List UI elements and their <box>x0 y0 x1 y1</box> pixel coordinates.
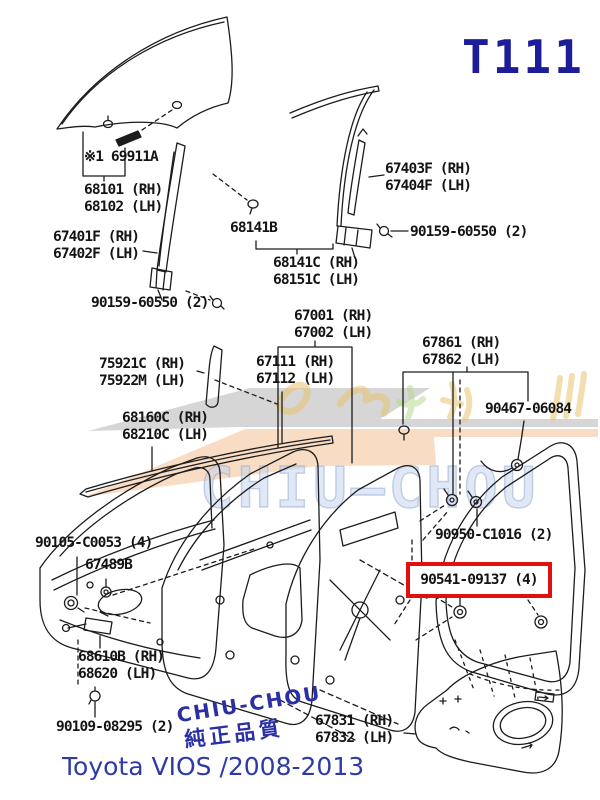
part-label-68141c-68151c: 68141C (RH) 68151C (LH) <box>273 255 360 288</box>
screw-90159-right <box>376 223 409 238</box>
part-label-90109: 90109-08295 (2) <box>56 719 174 735</box>
run-channel-front-drawing <box>142 142 211 301</box>
door-inner-panel-drawing <box>285 465 423 732</box>
model-range-text: Toyota VIOS /2008-2013 <box>62 752 365 781</box>
sash-frame-drawing <box>212 85 385 259</box>
part-label-68101-68102: 68101 (RH) 68102 (LH) <box>84 182 163 215</box>
screw-90159-left <box>209 295 225 310</box>
part-label-67111-67112: 67111 (RH) 67112 (LH) <box>256 354 335 387</box>
weatherstrip-ring-drawing <box>435 442 586 700</box>
part-label-68160c-68210c: 68160C (RH) 68210C (LH) <box>122 410 209 443</box>
clips-90950 <box>419 488 483 541</box>
part-label-90159-left: 90159-60550 (2) <box>91 295 209 311</box>
hole-cover-drawing <box>403 650 563 774</box>
part-label-67489b: 67489B <box>85 557 133 573</box>
part-label-68610b-68620: 68610B (RH) 68620 (LH) <box>78 649 165 682</box>
watermark-brand-text: CHIU—CHOU <box>200 456 539 521</box>
grommet-90467 <box>480 420 525 473</box>
part-label-67401f-67402f: 67401F (RH) 67402F (LH) <box>53 229 140 262</box>
part-label-69911a: ※1 69911A <box>84 149 159 165</box>
hinge-hardware-drawing <box>61 547 258 718</box>
clip-90541 <box>393 539 548 641</box>
part-label-67403f-67404f: 67403F (RH) 67404F (LH) <box>385 161 472 194</box>
part-label-67861-67862: 67861 (RH) 67862 (LH) <box>422 335 501 368</box>
door-outer-panel-drawing <box>39 456 225 680</box>
part-label-90541: 90541-09137 (4) <box>420 572 538 588</box>
part-label-67831-67832: 67831 (RH) 67832 (LH) <box>315 713 394 746</box>
door-shell-drawing <box>161 449 321 725</box>
pillar-tape-drawing <box>196 345 278 408</box>
part-label-67001-67002: 67001 (RH) 67002 (LH) <box>294 308 373 341</box>
part-label-68141b: 68141B <box>230 220 278 236</box>
part-label-90105: 90105-C0053 (4) <box>35 535 153 551</box>
watermark-gold-strokes <box>275 371 587 422</box>
belt-moulding-drawing <box>79 435 334 498</box>
bracket-67001 <box>277 340 353 464</box>
part-label-90159-right: 90159-60550 (2) <box>410 224 528 240</box>
part-label-75921c-75922m: 75921C (RH) 75922M (LH) <box>99 356 186 389</box>
watermark-swooshes <box>84 388 598 497</box>
part-label-90950: 90950-C1016 (2) <box>435 527 553 543</box>
door-glass-drawing <box>56 16 233 182</box>
bracket-67861 <box>398 366 529 495</box>
diagram-code: T111 <box>462 30 585 84</box>
highlighted-part-box: 90541-09137 (4) <box>406 562 552 598</box>
part-label-90467: 90467-06084 <box>485 401 572 417</box>
